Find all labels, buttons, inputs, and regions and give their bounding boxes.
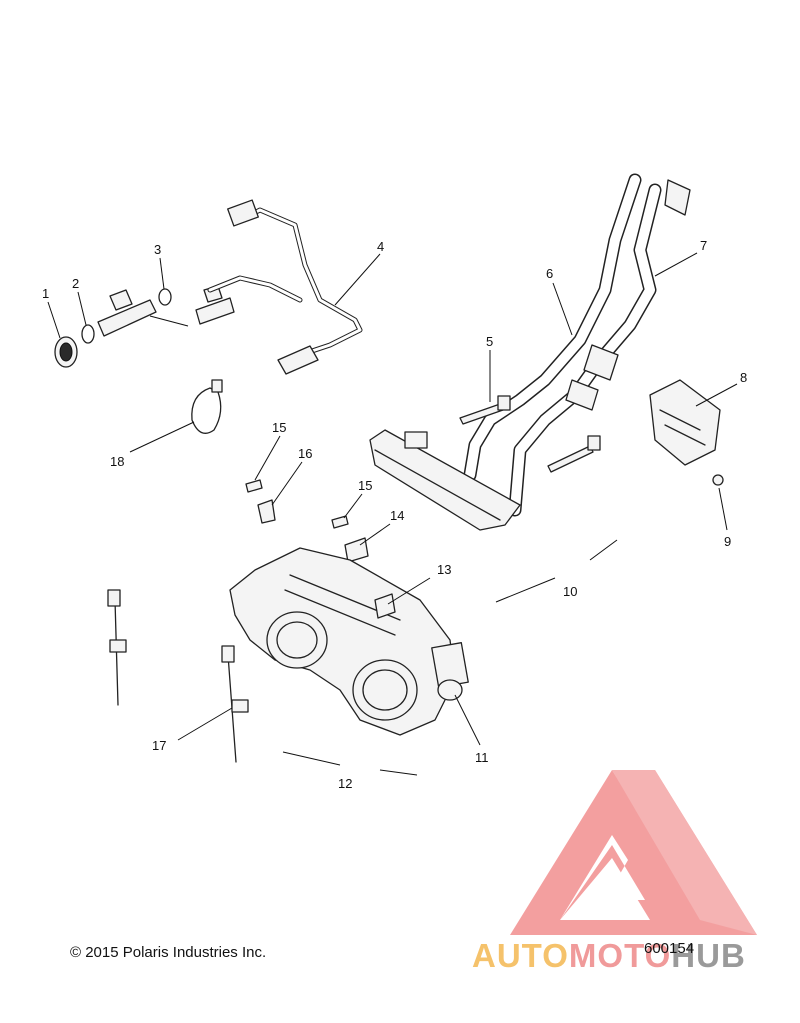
callout-11: 11 — [475, 750, 489, 765]
watermark-moto: MOTO — [568, 937, 672, 974]
watermark-logo — [510, 770, 757, 935]
part-16-bracket — [257, 499, 276, 524]
callout-1: 1 — [42, 286, 49, 301]
part-13-clip — [374, 593, 396, 619]
callout-3: 3 — [154, 242, 161, 257]
callout-2: 2 — [72, 276, 79, 291]
part-5-bolt — [459, 395, 601, 473]
callout-15-b: 15 — [358, 478, 372, 493]
hose-fitting — [565, 344, 619, 411]
watermark-auto: AUTO — [472, 937, 569, 974]
callout-18: 18 — [110, 454, 124, 469]
leader-lines — [47, 252, 738, 776]
watermark-hub: HUB — [671, 937, 746, 974]
callout-9: 9 — [724, 534, 731, 549]
callout-16: 16 — [298, 446, 312, 461]
part-4-wire-harness — [207, 199, 363, 375]
diagram-number: 600154 — [644, 940, 695, 957]
part-15-screw — [245, 479, 349, 529]
callout-7: 7 — [700, 238, 707, 253]
callout-8: 8 — [740, 370, 747, 385]
part-11-throttle-sensor — [431, 642, 469, 701]
part-10-fuel-rail — [369, 429, 521, 531]
part-17-cable-tie — [107, 589, 249, 763]
part-18-clamp — [191, 379, 223, 434]
part-7-fuel-hose — [508, 179, 691, 517]
fuel-injector-2 — [195, 285, 235, 325]
callout-12: 12 — [338, 776, 352, 791]
callout-6: 6 — [546, 266, 553, 281]
part-6-fuel-hose — [463, 173, 642, 482]
callout-14: 14 — [390, 508, 404, 523]
watermark-text: AUTOMOTOHUB — [472, 937, 746, 975]
callout-13: 13 — [437, 562, 451, 577]
part-3-o-ring — [158, 288, 172, 306]
callout-5: 5 — [486, 334, 493, 349]
part-1-seal — [54, 336, 78, 368]
part-8-sensor — [649, 379, 721, 466]
callout-10: 10 — [563, 584, 577, 599]
part-9-screw — [712, 474, 724, 486]
part-12-throttle-body — [229, 547, 456, 736]
callout-17: 17 — [152, 738, 166, 753]
copyright-text: © 2015 Polaris Industries Inc. — [70, 944, 267, 961]
callout-15-a: 15 — [272, 420, 286, 435]
fuel-injector — [97, 289, 189, 337]
part-2-o-ring — [81, 324, 95, 344]
callout-4: 4 — [377, 239, 384, 254]
